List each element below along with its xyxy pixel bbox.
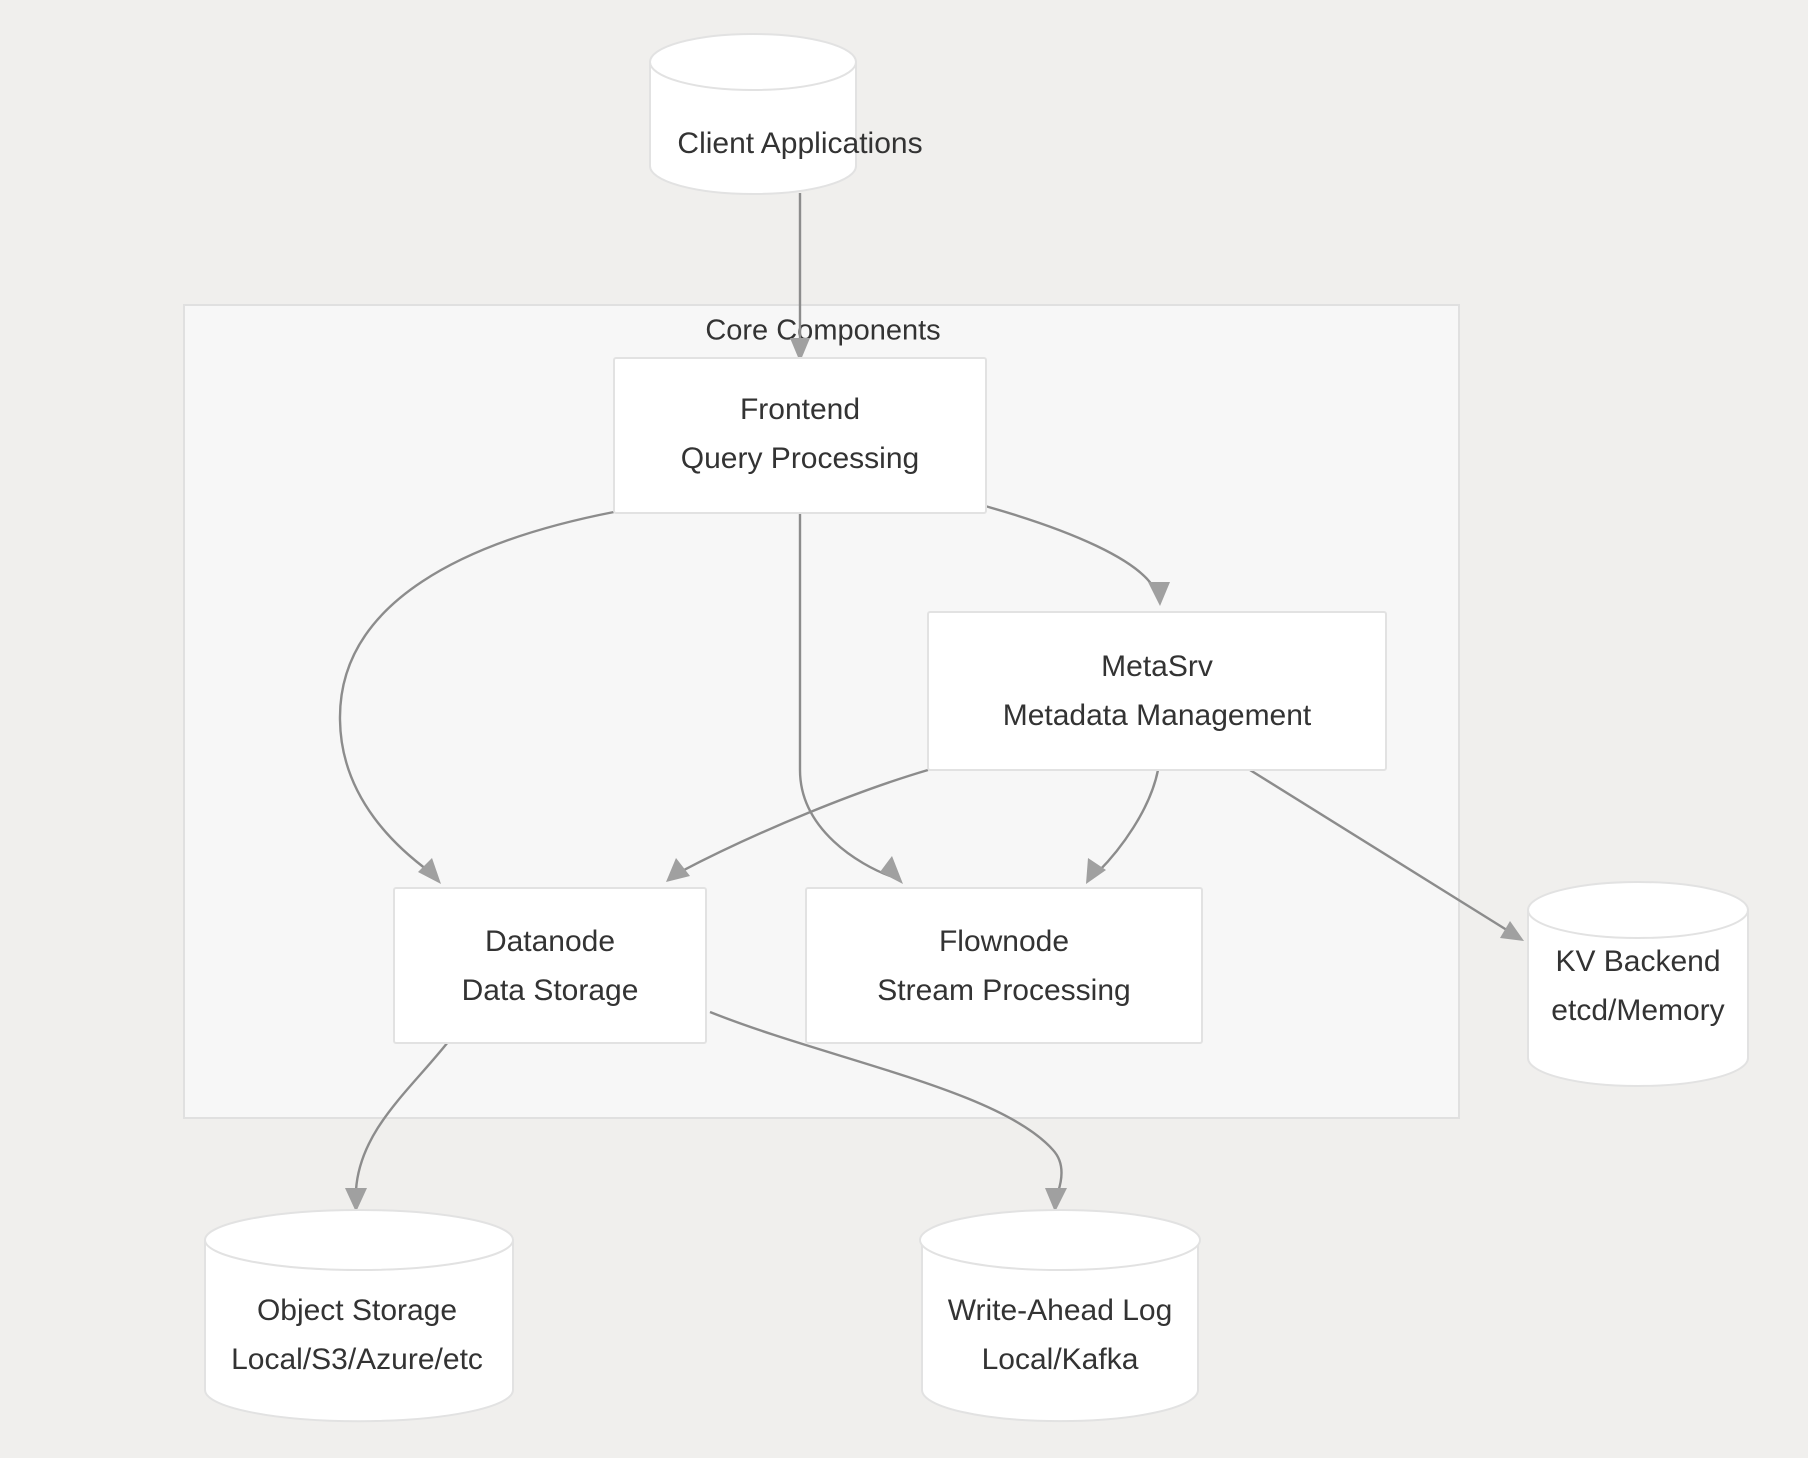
node-label-line2: Stream Processing (877, 974, 1130, 1007)
edge-frontend-to-metasrv (984, 504, 1170, 606)
edge-frontend-to-datanode (338, 510, 615, 884)
edge-layer (338, 193, 1524, 1212)
node-label-line2: Metadata Management (1003, 699, 1312, 732)
node-write-ahead-log[interactable]: Write-Ahead Log Local/Kafka (919, 1209, 1201, 1423)
node-label-line1: Write-Ahead Log (948, 1294, 1173, 1327)
node-label-line1: Datanode (485, 925, 615, 958)
edge-line (354, 1041, 449, 1191)
arrow-head-icon (790, 338, 810, 362)
cylinder-body (921, 1239, 1199, 1423)
node-box (613, 357, 987, 514)
node-label-line2: etcd/Memory (1551, 994, 1724, 1027)
node-flownode[interactable]: Flownode Stream Processing (805, 887, 1203, 1044)
edge-line (338, 510, 615, 873)
edge-line (798, 512, 891, 878)
node-label-line2: Local/Kafka (982, 1343, 1139, 1376)
subgraph-title: Core Components (705, 315, 940, 347)
cylinder-top (919, 1209, 1201, 1271)
node-datanode[interactable]: Datanode Data Storage (393, 887, 707, 1044)
node-label-line1: Flownode (939, 925, 1069, 958)
edge-line (709, 1010, 1063, 1193)
edge-line (1097, 769, 1160, 873)
cylinder-body (649, 61, 857, 195)
edge-line (984, 504, 1157, 591)
edge-line (1249, 768, 1511, 934)
arrow-head-icon (1500, 921, 1524, 941)
node-box (927, 611, 1387, 771)
cylinder-top (649, 33, 857, 91)
edge-datanode-to-wal (709, 1010, 1067, 1212)
edge-metasrv-to-kvbackend (1249, 768, 1524, 941)
edge-metasrv-to-flownode (1086, 769, 1160, 884)
node-kv-backend[interactable]: KV Backend etcd/Memory (1527, 881, 1749, 1087)
subgraph-title-backdrop (690, 310, 958, 352)
edge-frontend-to-flownode (798, 512, 903, 884)
arrow-head-icon (345, 1188, 367, 1212)
node-label-line1: Frontend (740, 393, 860, 426)
node-box (805, 887, 1203, 1044)
node-label-line2: Local/S3/Azure/etc (231, 1343, 483, 1376)
arrow-head-icon (418, 858, 441, 884)
arrow-head-icon (880, 856, 903, 884)
node-metasrv[interactable]: MetaSrv Metadata Management (927, 611, 1387, 771)
edge-line (679, 768, 929, 874)
cylinder-body (204, 1239, 514, 1423)
node-label-line1: Client Applications (677, 127, 922, 160)
node-label-line2: Query Processing (681, 442, 919, 475)
edge-client-to-frontend (790, 193, 810, 362)
node-label-line1: KV Backend (1555, 945, 1720, 978)
arrow-head-icon (1148, 582, 1170, 606)
arrow-head-icon (1086, 858, 1106, 884)
node-object-storage[interactable]: Object Storage Local/S3/Azure/etc (204, 1209, 514, 1423)
node-label-line1: MetaSrv (1101, 650, 1213, 683)
cylinder-top (204, 1209, 514, 1271)
arrow-head-icon (1045, 1188, 1067, 1212)
node-frontend[interactable]: Frontend Query Processing (613, 357, 987, 514)
cylinder-top (1527, 881, 1749, 939)
cylinder-body (1527, 909, 1749, 1087)
node-label-line2: Data Storage (462, 974, 639, 1007)
edge-datanode-to-objectstorage (345, 1041, 449, 1212)
node-label-line1: Object Storage (257, 1294, 457, 1327)
node-box (393, 887, 707, 1044)
arrow-head-icon (666, 858, 690, 882)
edge-metasrv-to-datanode (666, 768, 929, 882)
node-client-applications[interactable]: Client Applications (649, 33, 923, 195)
